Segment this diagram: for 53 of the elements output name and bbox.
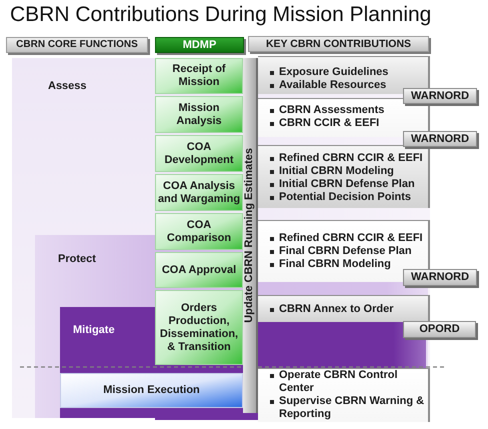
tag-label: WARNORD: [410, 90, 470, 102]
bullet-item: Supervise CBRN Warning & Reporting: [279, 395, 426, 421]
vertical-label: Update CBRN Running Estimates: [243, 148, 256, 323]
bullet-item: CBRN Annex to Order: [279, 303, 394, 316]
header-label: MDMP: [182, 38, 216, 52]
bullet-item: Operate CBRN Control Center: [279, 369, 399, 395]
bullet-item: Refined CBRN CCIR & EEFI: [279, 232, 423, 245]
vertical-bar: [243, 58, 258, 413]
bullet-item: CBRN Assessments: [279, 104, 384, 117]
header-label: CBRN CORE FUNCTIONS: [16, 39, 138, 51]
title: CBRN Contributions During Mission Planning: [10, 3, 432, 27]
bullet-item: Initial CBRN Modeling: [279, 165, 394, 178]
process-step-box: [155, 252, 243, 288]
process-step-box: [155, 135, 243, 172]
order-tag: [403, 131, 477, 147]
bullet-item: Potential Decision Points: [279, 191, 412, 204]
process-step-box: [155, 174, 243, 211]
step-label: COA Comparison: [166, 218, 232, 244]
process-step-box: [155, 290, 243, 365]
bullet-item: Initial CBRN Defense Plan: [279, 178, 415, 191]
column-header: [248, 36, 429, 52]
column-header: [6, 37, 148, 53]
step-label: Mission Analysis: [175, 102, 223, 128]
step-label: Orders Production, Dissemination, & Transition: [158, 302, 240, 354]
bullet-item: Refined CBRN CCIR & EEFI: [279, 152, 423, 165]
bullet-item: CBRN CCIR & EEFI: [279, 117, 380, 130]
step-label: Receipt of Mission: [171, 63, 227, 89]
band-label: Protect: [58, 253, 96, 265]
tag-label: WARNORD: [410, 271, 470, 284]
column-header: [155, 37, 244, 53]
process-step-box: [155, 213, 243, 250]
step-label: Mission Execution: [103, 384, 200, 397]
process-step-box: [155, 96, 243, 133]
step-label: COA Development: [163, 140, 235, 166]
step-label: COA Approval: [162, 264, 236, 276]
header-label: KEY CBRN CONTRIBUTIONS: [266, 38, 412, 50]
band-label: Mitigate: [73, 324, 115, 336]
tag-label: OPORD: [419, 323, 460, 336]
process-step-box: [155, 58, 243, 94]
band-label: Assess: [48, 80, 87, 92]
order-tag: [403, 269, 477, 286]
bullet-item: Available Resources: [279, 79, 386, 92]
bullet-item: Final CBRN Defense Plan: [279, 245, 412, 258]
contribution-panel: [258, 145, 430, 208]
execution-box: [60, 373, 243, 408]
contribution-panel: [258, 295, 430, 322]
bullet-item: Exposure Guidelines: [279, 66, 388, 79]
bullet-item: Final CBRN Modeling: [279, 258, 391, 271]
step-label: COA Analysis and Wargaming: [157, 180, 241, 206]
tag-label: WARNORD: [410, 132, 470, 146]
order-tag: [403, 321, 476, 338]
order-tag: [403, 88, 477, 104]
contribution-panel: [258, 368, 430, 422]
